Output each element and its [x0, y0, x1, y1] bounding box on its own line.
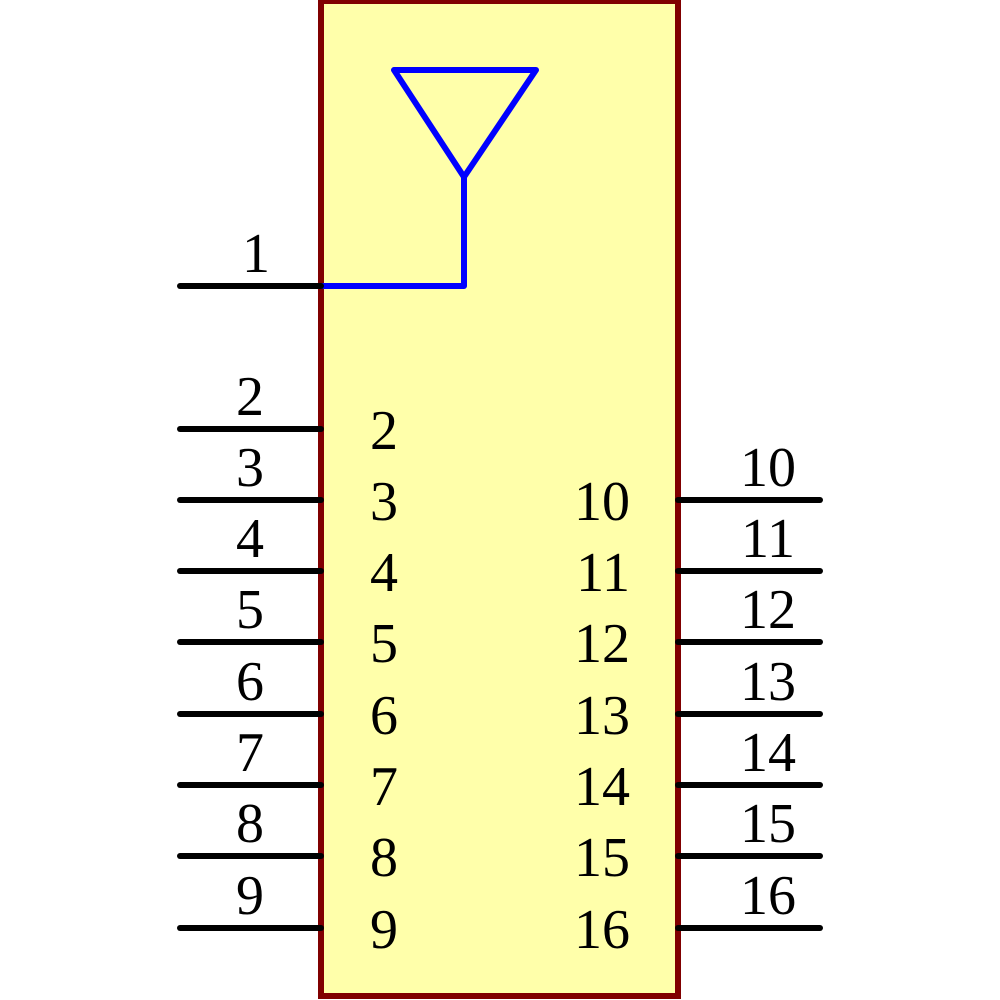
pin-number: 8 [236, 793, 264, 855]
pin-number: 5 [236, 579, 264, 641]
pin-name: 7 [370, 756, 398, 818]
pin-name: 13 [574, 685, 630, 747]
pin-name: 11 [576, 542, 630, 604]
pin-name: 9 [370, 899, 398, 961]
left-pins[interactable] [177, 426, 324, 931]
pin-name: 3 [370, 471, 398, 533]
pin-number: 11 [741, 508, 795, 570]
pin-number: 7 [236, 722, 264, 784]
pin-name: 10 [574, 471, 630, 533]
antenna-icon [318, 67, 539, 289]
pin-name: 5 [370, 613, 398, 675]
pin-name: 16 [574, 899, 630, 961]
pin-number: 2 [236, 366, 264, 428]
pin-name: 4 [370, 542, 398, 604]
pin-number: 3 [236, 437, 264, 499]
pin-number: 9 [236, 865, 264, 927]
pin-number-1: 1 [242, 223, 270, 285]
pin-name: 6 [370, 685, 398, 747]
pin-name: 12 [574, 613, 630, 675]
pin-number: 14 [740, 722, 796, 784]
pin-number: 4 [236, 508, 264, 570]
pin-number: 16 [740, 865, 796, 927]
pin-number: 13 [740, 651, 796, 713]
pin-name: 8 [370, 827, 398, 889]
pin-number: 12 [740, 579, 796, 641]
right-pins[interactable] [675, 497, 823, 931]
pin-number: 10 [740, 437, 796, 499]
pin-number: 6 [236, 651, 264, 713]
component-body [318, 0, 681, 999]
pin-name: 2 [370, 400, 398, 462]
pin-name: 14 [574, 756, 630, 818]
pin-number: 15 [740, 793, 796, 855]
pin-name: 15 [574, 827, 630, 889]
